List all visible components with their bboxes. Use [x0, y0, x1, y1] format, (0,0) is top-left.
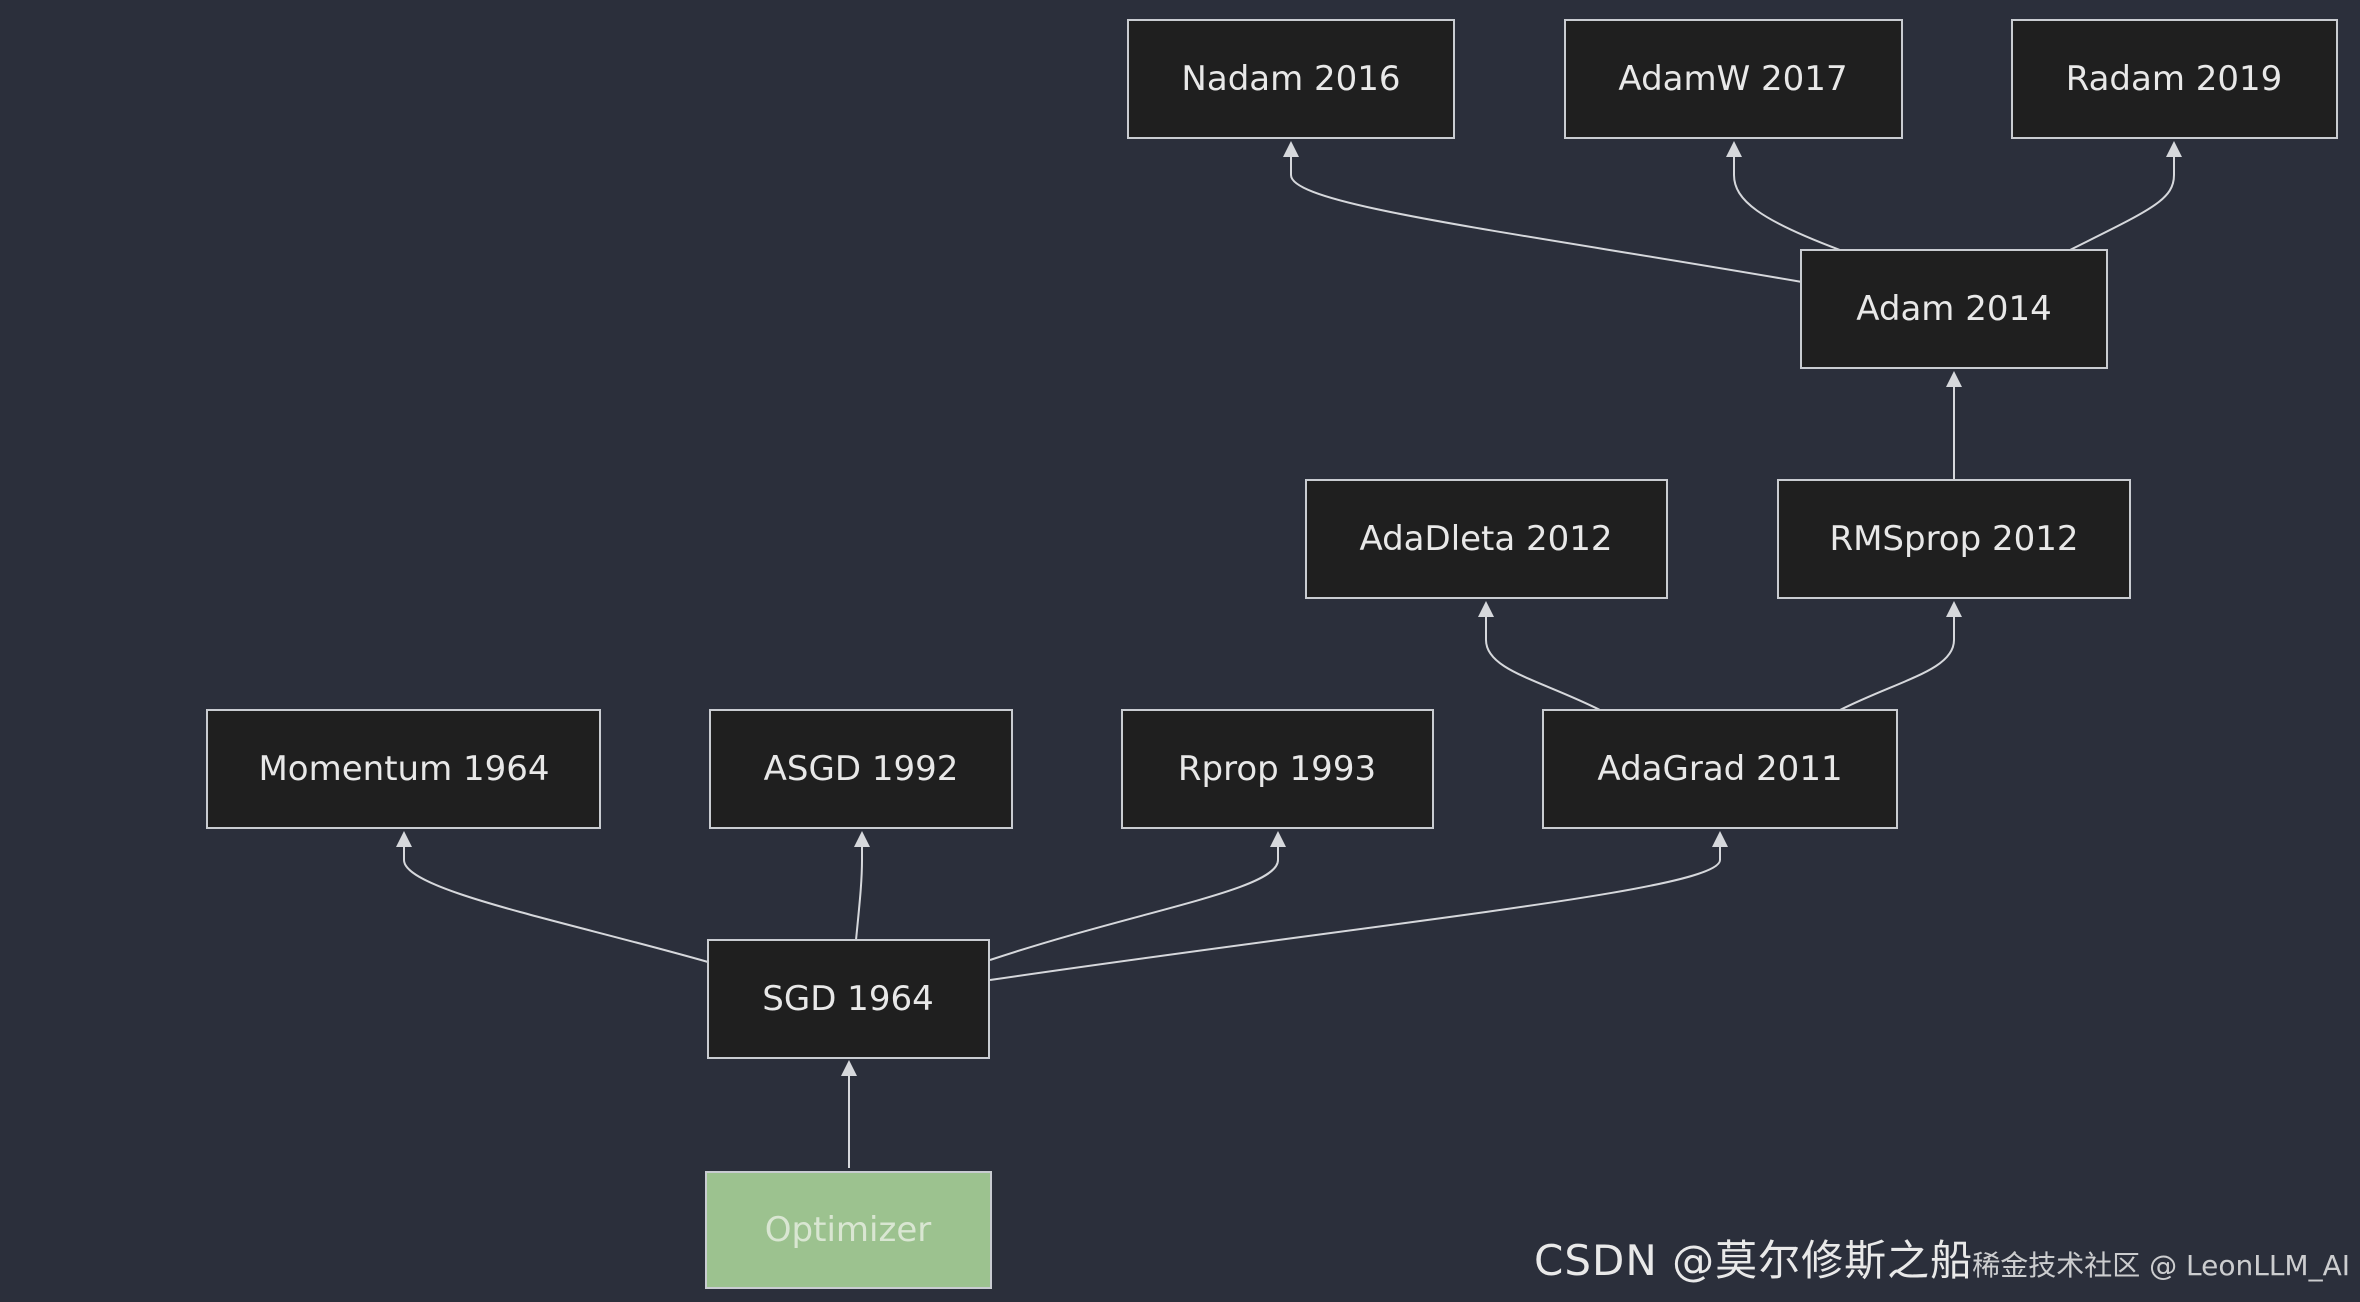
node-radam: Radam 2019 [2011, 19, 2338, 139]
edge-adam-nadam [1283, 141, 1803, 283]
edge-sgd-asgd [854, 831, 870, 941]
edge-sgd-momentum [396, 831, 709, 963]
node-adagrad: AdaGrad 2011 [1542, 709, 1898, 829]
node-label-adamw: AdamW 2017 [1618, 59, 1847, 99]
edge-sgd-rprop [989, 831, 1286, 961]
node-label-adagrad: AdaGrad 2011 [1597, 749, 1842, 789]
edge-adagrad-adadleta [1478, 601, 1601, 711]
watermark: CSDN @莫尔修斯之船 稀金技术社区 @ LeonLLM_AI [1534, 1227, 2350, 1288]
edge-adagrad-rmsprop [1839, 601, 1962, 711]
node-label-sgd: SGD 1964 [762, 979, 933, 1019]
node-momentum: Momentum 1964 [206, 709, 601, 829]
node-sgd: SGD 1964 [707, 939, 990, 1059]
watermark-brand: CSDN @莫尔修斯之船 [1534, 1236, 1974, 1285]
node-adadleta: AdaDleta 2012 [1305, 479, 1668, 599]
node-rmsprop: RMSprop 2012 [1777, 479, 2131, 599]
node-label-radam: Radam 2019 [2066, 59, 2283, 99]
edge-sgd-adagrad [989, 831, 1728, 981]
node-adamw: AdamW 2017 [1564, 19, 1903, 139]
node-label-nadam: Nadam 2016 [1181, 59, 1400, 99]
node-label-rmsprop: RMSprop 2012 [1829, 519, 2078, 559]
node-label-momentum: Momentum 1964 [258, 749, 549, 789]
node-adam: Adam 2014 [1800, 249, 2108, 369]
node-label-asgd: ASGD 1992 [764, 749, 959, 789]
edges [396, 141, 2182, 1168]
node-rprop: Rprop 1993 [1121, 709, 1434, 829]
edge-adam-radam [2069, 141, 2182, 251]
edge-adam-adamw [1726, 141, 1841, 251]
node-label-optimizer: Optimizer [765, 1210, 931, 1250]
node-optimizer: Optimizer [705, 1171, 992, 1289]
node-label-rprop: Rprop 1993 [1178, 749, 1376, 789]
watermark-community: 稀金技术社区 @ LeonLLM_AI [1972, 1249, 2350, 1282]
node-nadam: Nadam 2016 [1127, 19, 1455, 139]
node-asgd: ASGD 1992 [709, 709, 1013, 829]
node-label-adam: Adam 2014 [1856, 289, 2052, 329]
node-label-adadleta: AdaDleta 2012 [1359, 519, 1612, 559]
